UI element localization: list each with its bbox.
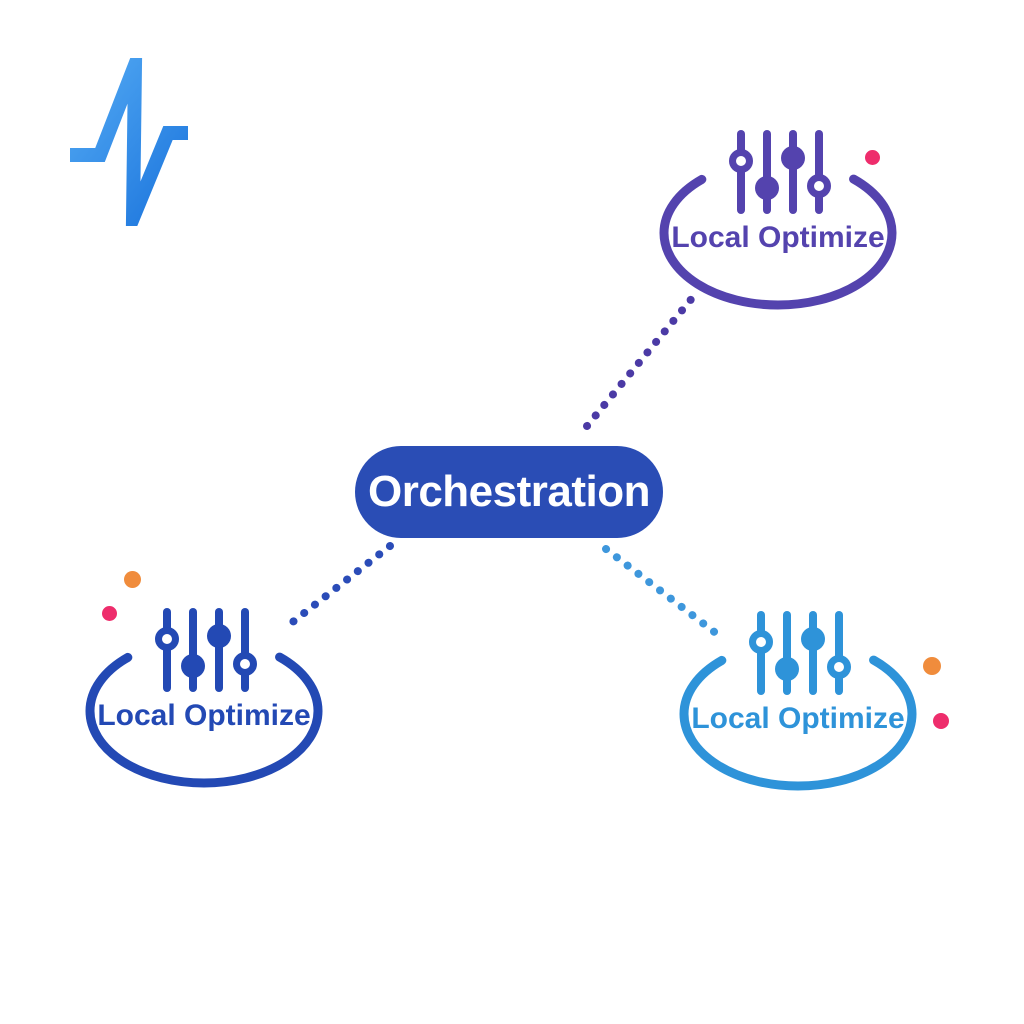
node-label: Local Optimize <box>671 221 885 254</box>
connector-top-right <box>583 293 697 430</box>
ellipse-ring <box>679 637 917 791</box>
accent-dot-pink <box>865 150 880 165</box>
accent-dot-orange <box>124 571 141 588</box>
orchestration-label: Orchestration <box>367 467 651 516</box>
accent-dot-pink <box>933 713 949 729</box>
accent-dot-pink <box>102 606 117 621</box>
ellipse-ring <box>659 156 897 310</box>
pulse-logo-icon <box>70 58 188 226</box>
ellipse-ring <box>85 634 323 788</box>
node-local-optimize-bottom-left: Local Optimize <box>78 608 330 794</box>
sliders-icon <box>729 130 831 214</box>
node-label: Local Optimize <box>97 699 311 732</box>
sliders-icon <box>155 608 257 692</box>
connector-bottom-left <box>281 542 394 632</box>
connector-bottom-right <box>602 545 721 638</box>
orchestration-node: Orchestration <box>355 446 663 538</box>
sliders-icon <box>749 611 851 695</box>
node-label: Local Optimize <box>691 702 905 735</box>
accent-dot-orange <box>923 657 941 675</box>
node-local-optimize-bottom-right: Local Optimize <box>672 611 924 797</box>
node-local-optimize-top-right: Local Optimize <box>652 130 904 316</box>
